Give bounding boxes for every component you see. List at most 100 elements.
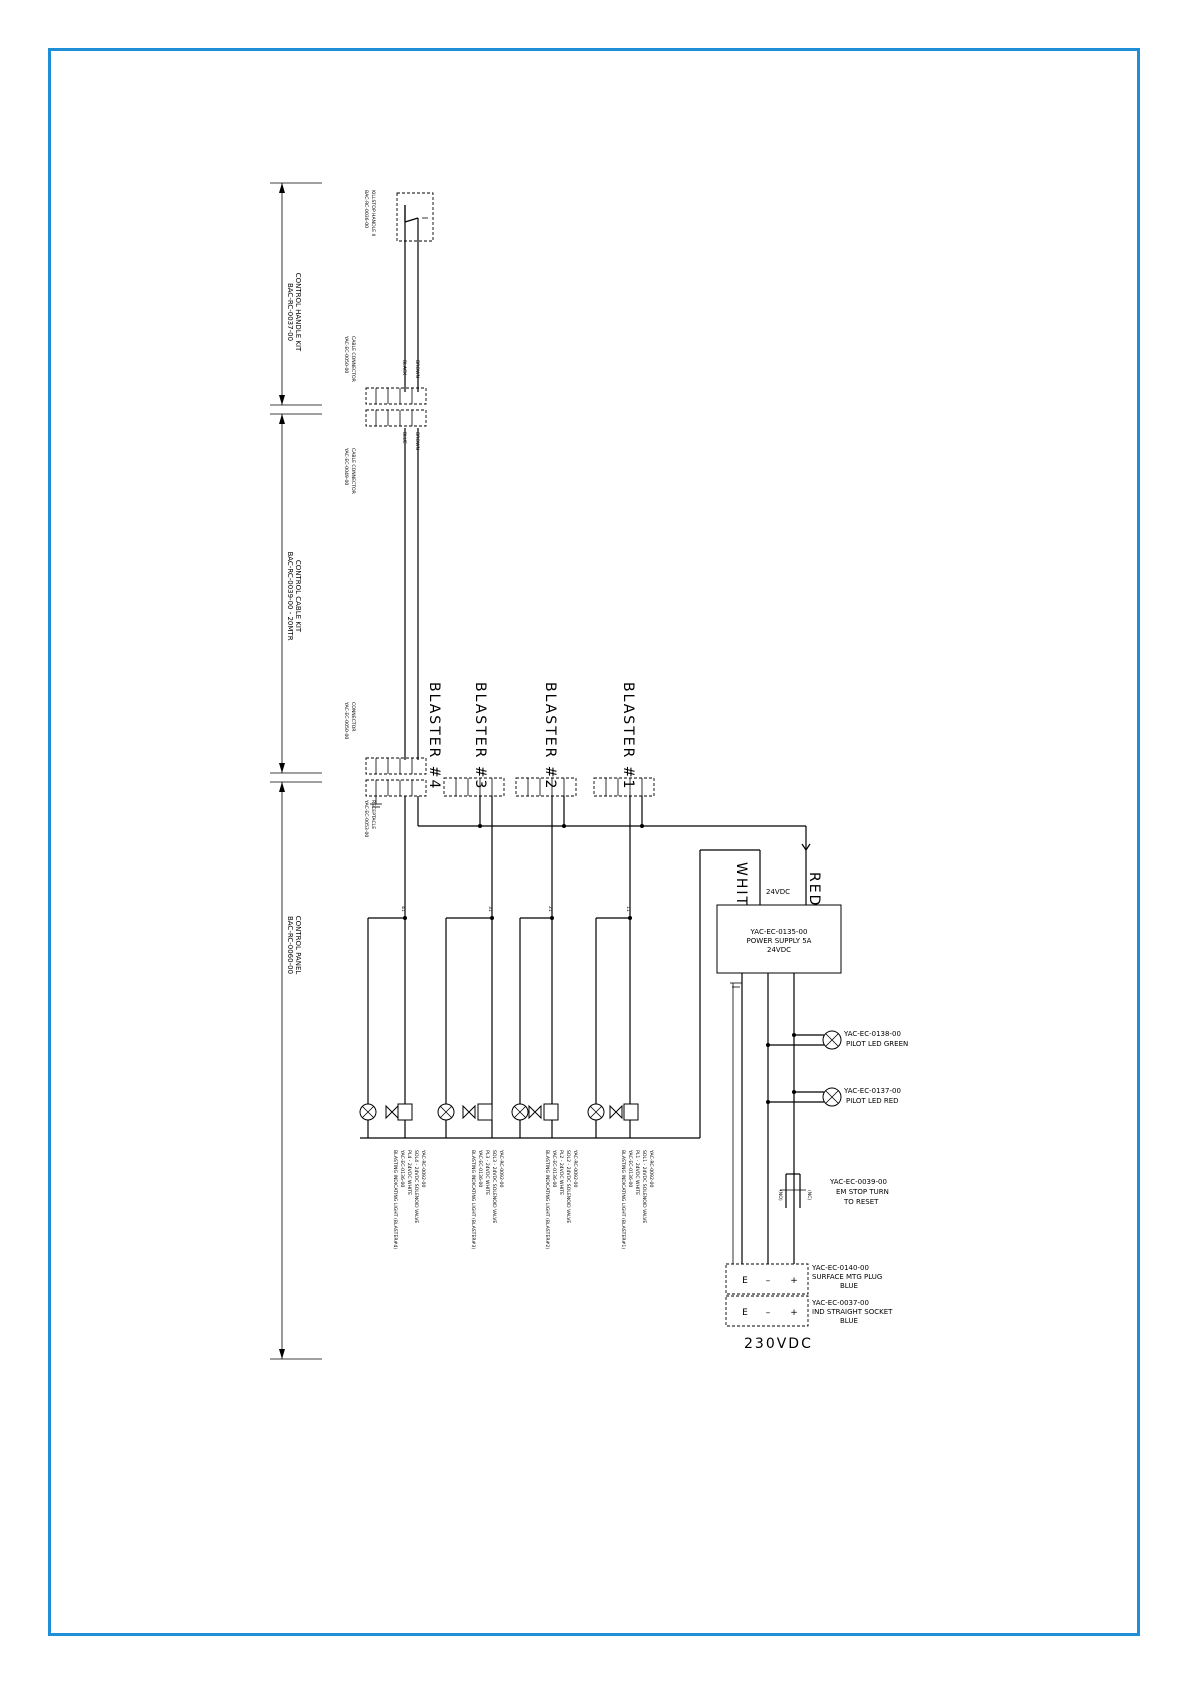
svg-text:(NO): (NO) (777, 1190, 783, 1201)
section-label-control-handle: CONTROL HANDLE KIT BAC-RC-0037-00 (286, 273, 302, 352)
svg-text:(NC): (NC) (806, 1190, 812, 1200)
svg-text:YAC-RC-0092-00: YAC-RC-0092-00 (498, 1149, 504, 1187)
wire-label-blue-mid: BLUE (401, 432, 407, 444)
svg-text:PL3 - 24VDC WHITE: PL3 - 24VDC WHITE (484, 1150, 490, 1195)
svg-text:BLASTING INDICATING LIGHT (BLA: BLASTING INDICATING LIGHT (BLASTER#4) (392, 1150, 398, 1249)
connector-label: CONNECTOR YAC-EC-0050-00 (343, 701, 356, 739)
svg-text:CONNECTOR: CONNECTOR (350, 702, 356, 732)
svg-text:YAC-EC-0135-00: YAC-EC-0135-00 (750, 928, 808, 936)
svg-text:PILOT LED GREEN: PILOT LED GREEN (846, 1040, 908, 1048)
bus-wires (360, 796, 811, 1139)
svg-text:–: – (766, 1308, 771, 1318)
svg-text:KILLSTOP HANDLE II: KILLSTOP HANDLE II (370, 190, 376, 236)
blaster-connectors (443, 777, 655, 797)
surface-mtg-plug: E – + YAC-EC-0140-00 SURFACE MTG PLUG BL… (725, 1263, 882, 1295)
drawing-frame (48, 48, 1140, 1636)
svg-text:E: E (742, 1308, 748, 1318)
wire-number-41: 41 (400, 906, 406, 912)
svg-text:BLUE: BLUE (840, 1282, 858, 1290)
svg-text:YAC-EC-0138-00: YAC-EC-0138-00 (843, 1030, 901, 1038)
svg-text:YAC-EC-0037-00: YAC-EC-0037-00 (811, 1299, 869, 1307)
wire-number-11: 11 (625, 906, 631, 912)
pilot-led-red: YAC-EC-0137-00 PILOT LED RED (822, 1087, 901, 1107)
svg-text:YAC-EC-0136-00: YAC-EC-0136-00 (399, 1149, 405, 1187)
section-label-control-panel: CONTROL PANEL BAC-RC-0060-00 (286, 916, 302, 975)
svg-text:YAC-EC-0039-00: YAC-EC-0039-00 (829, 1178, 887, 1186)
svg-text:YAC-EC-0053-00: YAC-EC-0053-00 (363, 799, 369, 837)
svg-text:YAC-EC-0050-00: YAC-EC-0050-00 (343, 335, 349, 373)
svg-text:SOL1 - 24VDC SOLENOID VALVE: SOL1 - 24VDC SOLENOID VALVE (641, 1150, 647, 1223)
blaster-3-label: BLASTER #3 (472, 682, 488, 790)
svg-text:YAC-EC-0136-00: YAC-EC-0136-00 (551, 1149, 557, 1187)
svg-text:YAC-EC-0137-00: YAC-EC-0137-00 (843, 1087, 901, 1095)
control-cable-wires (404, 205, 419, 760)
svg-text:PL1 - 24VDC WHITE: PL1 - 24VDC WHITE (634, 1150, 640, 1195)
connector-receptacle (365, 757, 427, 808)
svg-text:BLASTING INDICATING LIGHT (BLA: BLASTING INDICATING LIGHT (BLASTER#3) (470, 1150, 476, 1249)
svg-text:+: + (790, 1308, 798, 1318)
mains-voltage-label: 230VDC (744, 1336, 813, 1352)
svg-text:BLUE: BLUE (840, 1317, 858, 1325)
svg-text:PL4 - 24VDC WHITE: PL4 - 24VDC WHITE (406, 1150, 412, 1195)
svg-text:YAC-EC-0140-00: YAC-EC-0140-00 (811, 1264, 869, 1272)
svg-text:BLASTER #3: BLASTER #3 (472, 682, 488, 790)
svg-text:31: 31 (487, 906, 493, 912)
ind-straight-socket: E – + YAC-EC-0037-00 IND STRAIGHT SOCKET… (725, 1295, 893, 1327)
solenoid-valve-group-2 (511, 1103, 559, 1138)
valve-label-3: YAC-RC-0092-00 SOL3 - 24VDC SOLENOID VAL… (470, 1149, 504, 1249)
svg-text:BLASTER #2: BLASTER #2 (542, 682, 558, 790)
svg-text:BAC-RC-0039-00 - 20MTR: BAC-RC-0039-00 - 20MTR (286, 551, 294, 640)
section-dimensions (270, 182, 322, 1360)
svg-text:YAC-EC-0049-00: YAC-EC-0049-00 (343, 447, 349, 485)
svg-text:EM STOP TURN: EM STOP TURN (836, 1188, 889, 1196)
cable-connector-upper (365, 387, 427, 427)
cable-connector-2-label: CABLE CONNECTOR YAC-EC-0049-00 (343, 447, 356, 495)
svg-text:TO RESET: TO RESET (843, 1198, 879, 1206)
wire-label-black-top: BLACK (401, 360, 407, 376)
svg-text:24VDC: 24VDC (767, 946, 791, 954)
svg-text:SOL3 - 24VDC SOLENOID VALVE: SOL3 - 24VDC SOLENOID VALVE (491, 1150, 497, 1223)
wire-number-21: 21 (547, 906, 553, 912)
svg-text:SURFACE MTG PLUG: SURFACE MTG PLUG (812, 1273, 882, 1281)
svg-text:BLASTING INDICATING LIGHT (BLA: BLASTING INDICATING LIGHT (BLASTER#2) (544, 1150, 550, 1249)
power-wires (730, 973, 824, 1264)
wire-label-red: RED (806, 872, 822, 907)
solenoid-valve-group-4 (359, 1103, 413, 1138)
svg-text:WHITE: WHITE (733, 862, 749, 918)
svg-text:RECEPTACLE: RECEPTACLE (370, 800, 376, 829)
svg-text:BLACK: BLACK (401, 360, 407, 376)
estop-contact-nc: (NC) (806, 1190, 812, 1200)
svg-text:YAC-EC-0136-00: YAC-EC-0136-00 (627, 1149, 633, 1187)
svg-text:CONTROL HANDLE KIT: CONTROL HANDLE KIT (294, 273, 302, 352)
wire-number-31: 31 (487, 906, 493, 912)
blaster-1-label: BLASTER #1 (620, 682, 636, 790)
power-supply: YAC-EC-0135-00 POWER SUPPLY 5A 24VDC (716, 904, 842, 974)
svg-text:IND STRAIGHT SOCKET: IND STRAIGHT SOCKET (812, 1308, 893, 1316)
svg-text:SOL2 - 24VDC SOLENOID VALVE: SOL2 - 24VDC SOLENOID VALVE (565, 1150, 571, 1223)
svg-text:PILOT LED RED: PILOT LED RED (846, 1097, 899, 1105)
section-label-control-cable: CONTROL CABLE KIT BAC-RC-0039-00 - 20MTR (286, 551, 302, 640)
valve-label-1: YAC-RC-0092-00 SOL1 - 24VDC SOLENOID VAL… (620, 1149, 654, 1249)
svg-text:–: – (766, 1276, 771, 1286)
cable-connector-1-label: CABLE CONNECTOR YAC-EC-0050-00 (343, 335, 356, 383)
svg-text:BAC-RC-0060-00: BAC-RC-0060-00 (286, 916, 294, 974)
svg-text:BROWN: BROWN (414, 432, 420, 450)
valve-label-2: YAC-RC-0092-00 SOL2 - 24VDC SOLENOID VAL… (544, 1149, 578, 1249)
emergency-stop: YAC-EC-0039-00 EM STOP TURN TO RESET (780, 1173, 889, 1208)
svg-text:CABLE CONNECTOR: CABLE CONNECTOR (350, 336, 356, 383)
blaster-feeds (367, 796, 632, 1110)
svg-text:YAC-RC-0092-00: YAC-RC-0092-00 (572, 1149, 578, 1187)
svg-text:CABLE CONNECTOR: CABLE CONNECTOR (350, 448, 356, 495)
svg-text:CONTROL PANEL: CONTROL PANEL (294, 916, 302, 975)
svg-text:BAC-RC-0037-00: BAC-RC-0037-00 (286, 283, 294, 341)
valve-label-4: YAC-RC-0092-00 SOL4 - 24VDC SOLENOID VAL… (392, 1149, 426, 1249)
svg-text:BLUE: BLUE (401, 432, 407, 444)
blaster-4-label: BLASTER #4 (426, 682, 442, 790)
killstop-handle-label: KILLSTOP HANDLE II BAC-RC-0036-00 (363, 190, 376, 236)
svg-text:41: 41 (400, 906, 406, 912)
svg-text:YAC-EC-0136-00: YAC-EC-0136-00 (477, 1149, 483, 1187)
svg-text:BLASTING INDICATING LIGHT (BLA: BLASTING INDICATING LIGHT (BLASTER#1) (620, 1150, 626, 1249)
svg-text:E: E (742, 1276, 748, 1286)
svg-text:21: 21 (547, 906, 553, 912)
solenoid-valve-group-1 (587, 1103, 639, 1138)
